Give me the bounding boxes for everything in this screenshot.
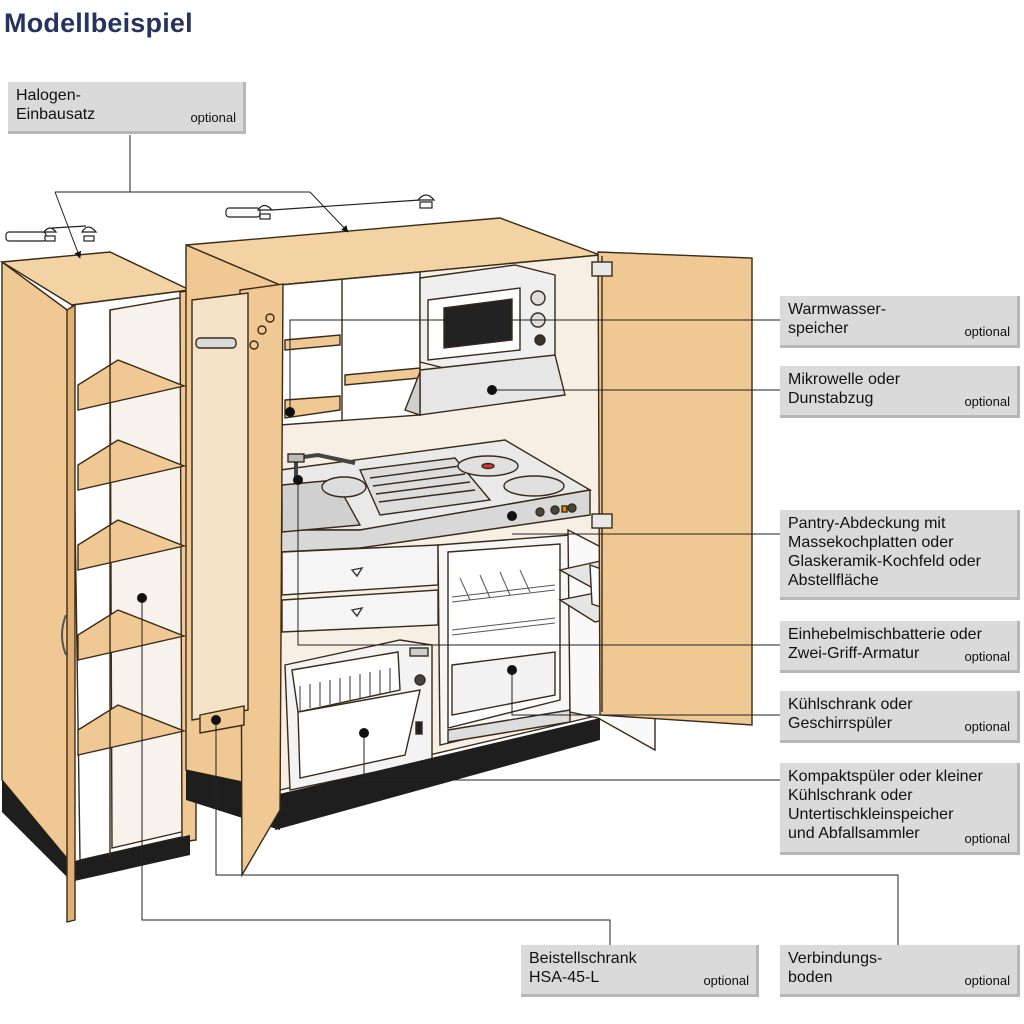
callout-warmwasser: Warmwasser- speicher optional xyxy=(780,296,1020,348)
callout-mikrowelle: Mikrowelle oder Dunstabzug optional xyxy=(780,366,1020,418)
callout-kompakt-optional: optional xyxy=(964,831,1010,846)
callout-kuehlschrank-label: Kühlschrank oder Geschirrspüler xyxy=(788,696,913,732)
callout-einhebel-optional: optional xyxy=(964,649,1010,664)
halogen-fixtures xyxy=(5,194,436,242)
callout-verbindung-label: Verbindungs- boden xyxy=(788,950,883,986)
callout-halogen-optional: optional xyxy=(190,110,236,125)
callout-verbindung: Verbindungs- boden optional xyxy=(780,945,1020,997)
callout-beistell: Beistellschrank HSA-45-L optional xyxy=(521,945,759,997)
callout-kompakt: Kompaktspüler oder kleiner Kühlschrank o… xyxy=(780,763,1020,855)
callout-kuehlschrank-optional: optional xyxy=(964,719,1010,734)
callout-beistell-label: Beistellschrank HSA-45-L xyxy=(529,950,637,986)
callout-pantry-label: Pantry-Abdeckung mit Massekochplatten od… xyxy=(788,515,981,589)
callout-warmwasser-optional: optional xyxy=(964,324,1010,339)
leader-dots xyxy=(137,385,517,738)
callout-warmwasser-label: Warmwasser- speicher xyxy=(788,301,887,337)
callout-pantry: Pantry-Abdeckung mit Massekochplatten od… xyxy=(780,510,1020,600)
callout-mikrowelle-label: Mikrowelle oder Dunstabzug xyxy=(788,371,901,407)
side-cabinet xyxy=(0,251,197,923)
page-title: Modellbeispiel xyxy=(4,8,193,38)
leader-lines xyxy=(54,135,899,945)
callout-kompakt-label: Kompaktspüler oder kleiner Kühlschrank o… xyxy=(788,768,983,842)
callout-halogen-label: Halogen- Einbausatz xyxy=(16,87,96,123)
callout-halogen: Halogen- Einbausatz optional xyxy=(8,82,246,134)
main-cabinet xyxy=(185,217,753,878)
callout-einhebel-label: Einhebelmischbatterie oder Zwei-Griff-Ar… xyxy=(788,626,982,662)
callout-mikrowelle-optional: optional xyxy=(964,394,1010,409)
callout-verbindung-optional: optional xyxy=(964,973,1010,988)
callout-beistell-optional: optional xyxy=(703,973,749,988)
callout-kuehlschrank: Kühlschrank oder Geschirrspüler optional xyxy=(780,691,1020,743)
callout-einhebel: Einhebelmischbatterie oder Zwei-Griff-Ar… xyxy=(780,621,1020,673)
